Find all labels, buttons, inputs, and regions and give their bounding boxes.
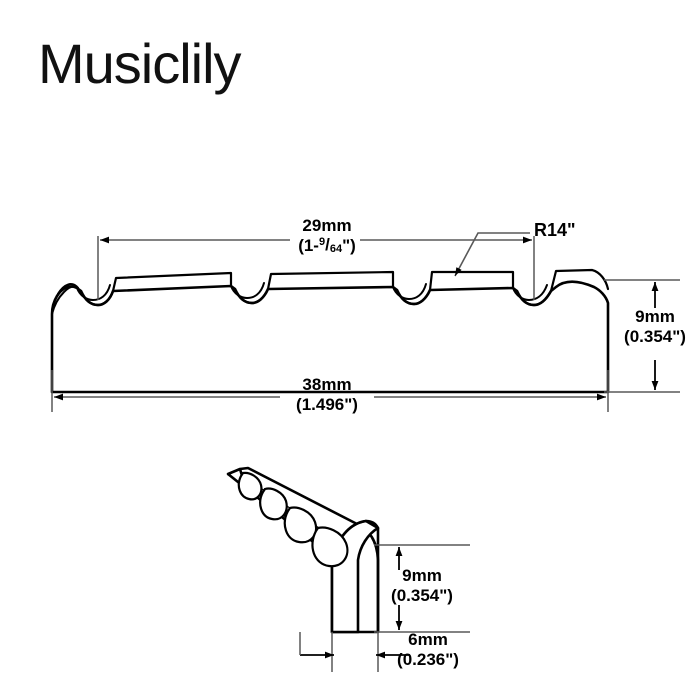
dimension-9mm-iso-metric: 9mm bbox=[402, 566, 442, 585]
fraction-9-64: 9/64 bbox=[318, 235, 343, 256]
front-elevation-view bbox=[50, 268, 610, 394]
iso-string-slot-1 bbox=[237, 471, 263, 501]
iso-string-slot-2 bbox=[259, 487, 288, 521]
dimension-38mm-metric: 38mm bbox=[302, 375, 352, 394]
right-shoulder-inner bbox=[555, 280, 609, 304]
dimension-6mm-iso bbox=[299, 632, 410, 672]
dimension-9mm-iso-imperial: (0.354") bbox=[391, 586, 453, 606]
string-slot-3-back bbox=[392, 283, 427, 301]
left-shoulder-inner bbox=[51, 285, 79, 315]
dimension-29mm bbox=[97, 236, 535, 300]
dimension-9mm-iso bbox=[374, 544, 470, 633]
iso-far-end-face bbox=[227, 467, 241, 476]
dimension-label-9mm-iso: 9mm (0.354") bbox=[378, 566, 466, 606]
callout-R14 bbox=[454, 232, 530, 277]
dimension-label-29mm: 29mm (1-9/64") bbox=[287, 216, 367, 256]
leader-line-R14 bbox=[454, 232, 530, 277]
dimension-38mm bbox=[51, 370, 609, 412]
dimension-6mm-iso-imperial: (0.236") bbox=[397, 650, 459, 670]
brand-logo: Musiclily bbox=[38, 32, 242, 95]
iso-string-slots bbox=[237, 471, 349, 568]
isometric-view bbox=[226, 466, 380, 634]
imperial-prefix: (1- bbox=[298, 236, 319, 256]
dimension-38mm-imperial: (1.496") bbox=[296, 395, 358, 415]
dimension-9mm-front-metric: 9mm bbox=[635, 307, 675, 326]
fraction-denominator: 64 bbox=[329, 243, 343, 256]
nut-top-depth-line-seg3 bbox=[428, 270, 515, 292]
string-slot-1-back bbox=[76, 284, 111, 302]
iso-string-slot-4 bbox=[311, 526, 349, 568]
string-slot-4-back bbox=[512, 284, 548, 302]
imperial-suffix: ") bbox=[342, 236, 356, 256]
dimension-label-9mm-front: 9mm (0.354") bbox=[613, 307, 697, 347]
nut-top-depth-line-seg1 bbox=[111, 271, 233, 293]
dimension-label-38mm: 38mm (1.496") bbox=[287, 375, 367, 415]
radius-callout-label: R14" bbox=[534, 220, 576, 240]
nut-top-depth-line-seg2 bbox=[266, 270, 395, 291]
dimension-6mm-iso-metric: 6mm bbox=[408, 630, 448, 649]
dimension-29mm-imperial: (1-9/64") bbox=[287, 235, 367, 256]
string-slot-2-back bbox=[230, 282, 265, 300]
fraction-numerator: 9 bbox=[318, 236, 326, 249]
dimension-9mm-front-imperial: (0.354") bbox=[624, 327, 686, 347]
dimension-label-6mm-iso: 6mm (0.236") bbox=[382, 630, 474, 670]
nut-top-depth-line-seg4 bbox=[549, 268, 610, 293]
dimension-29mm-metric: 29mm bbox=[302, 216, 352, 235]
dimension-9mm-front bbox=[604, 279, 680, 393]
